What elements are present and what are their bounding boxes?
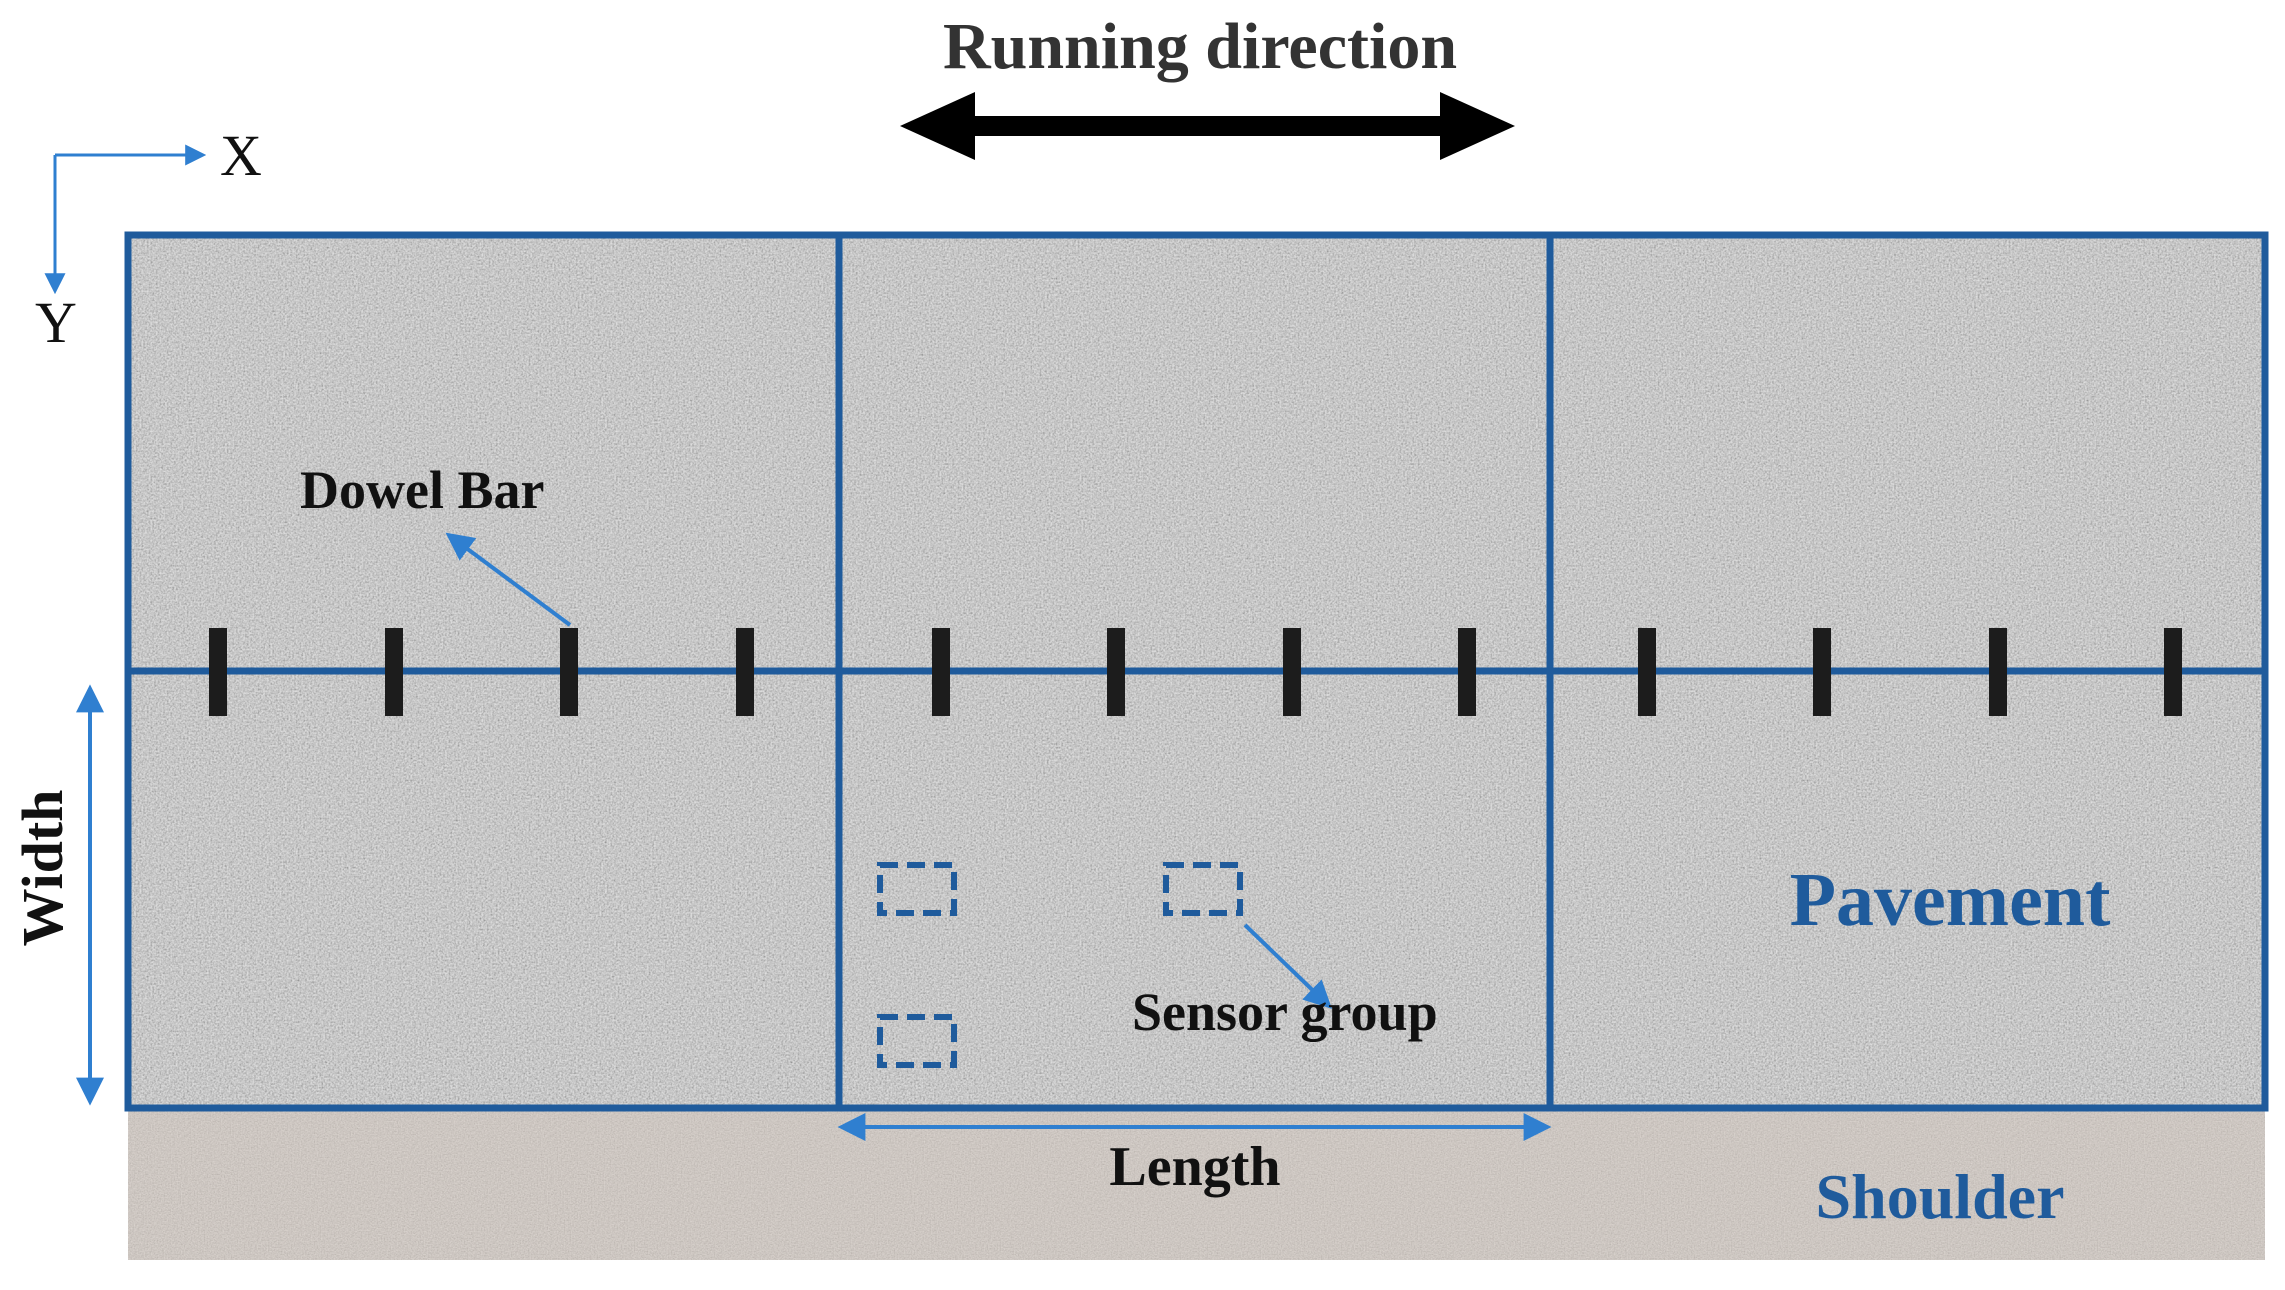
axis-y-label: Y [35,290,77,355]
pavement-label: Pavement [1790,858,2111,942]
dowel-bar [1989,628,2007,716]
sensor-box [1163,862,1243,916]
sensor-group-label: Sensor group [1132,982,1438,1042]
dowel-bar [932,628,950,716]
slab-grid [124,231,2269,1112]
dowel-bar-pointer-arrow [445,532,572,627]
sensor-box [877,1014,957,1068]
sensor-group-boxes [877,862,1243,1068]
dowel-bar [1283,628,1301,716]
axis-indicator [44,144,207,295]
dowel-bar [1107,628,1125,716]
shoulder-label: Shoulder [1816,1161,2065,1232]
dowel-bar [2164,628,2182,716]
width-label: Width [10,790,75,947]
running-direction-arrow [900,92,1515,160]
length-label: Length [1109,1136,1280,1198]
sensor-group-pointer-arrow [1243,923,1333,1009]
dowel-bar [560,628,578,716]
dowel-bar [736,628,754,716]
running-direction-label: Running direction [943,10,1457,83]
sensor-box [877,862,957,916]
dowel-bar [1458,628,1476,716]
dowel-bar [209,628,227,716]
dowel-bar [1813,628,1831,716]
dowel-bars [209,628,2182,716]
dowel-bar [385,628,403,716]
dowel-bar-label: Dowel Bar [300,460,544,520]
dowel-bar [1638,628,1656,716]
axis-x-label: X [220,123,262,188]
